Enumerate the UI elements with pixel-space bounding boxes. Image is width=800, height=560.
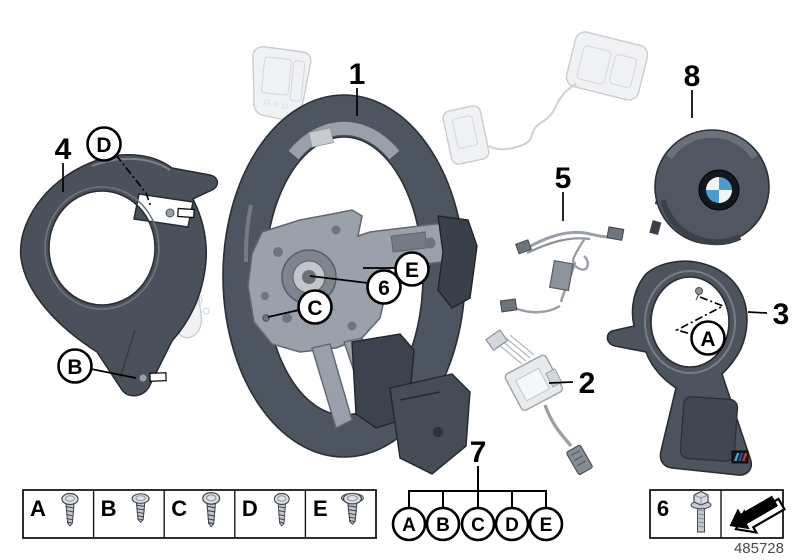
- bracket-circle-c[interactable]: C: [460, 506, 496, 542]
- legend-letter-b: B: [101, 496, 117, 521]
- callout-3[interactable]: 3: [773, 298, 790, 331]
- bracket-circle-a[interactable]: A: [391, 506, 427, 542]
- callout-circle-e[interactable]: E: [394, 251, 430, 287]
- svg-text:A: A: [700, 328, 715, 351]
- ghost-switch-cluster-right: [442, 31, 649, 165]
- trim-screw-d-target: [165, 207, 195, 219]
- hex-flange-bolt-icon: [690, 490, 712, 533]
- callout-7[interactable]: 7: [470, 436, 487, 469]
- screw-legend-table: A B C D E: [22, 489, 377, 539]
- installation-direction-arrow-icon: [729, 495, 786, 534]
- callout-5[interactable]: 5: [555, 162, 572, 195]
- rear-trim-cover-part-4: [19, 154, 219, 397]
- legend-letter-c: C: [171, 496, 187, 521]
- bracket-circle-b[interactable]: B: [425, 506, 461, 542]
- svg-text:D: D: [96, 134, 111, 157]
- steering-wheel-dark-trim: [351, 215, 478, 475]
- callout-circle-a[interactable]: A: [690, 320, 726, 356]
- front-trim-cover-part-3: [606, 260, 753, 476]
- screw-set-bracket-7: 7 A B C D E: [391, 436, 564, 542]
- svg-text:A: A: [402, 515, 416, 536]
- legend-letter-e: E: [313, 496, 328, 521]
- svg-text:C: C: [307, 297, 322, 320]
- connector-harness-part-5: [499, 226, 625, 314]
- svg-text:B: B: [67, 356, 82, 379]
- svg-text:E: E: [405, 259, 419, 282]
- legend-letter-d: D: [242, 496, 258, 521]
- svg-text:B: B: [436, 515, 450, 536]
- hardware-box-label: 6: [657, 496, 669, 521]
- hardware-box: 6: [649, 489, 786, 539]
- drawing-number: 485728: [734, 540, 784, 557]
- actuator-module-part-2: [485, 329, 593, 475]
- legend-letter-a: A: [30, 496, 46, 521]
- airbag-module-part-8: [649, 129, 770, 246]
- svg-text:E: E: [540, 515, 553, 536]
- callout-8[interactable]: 8: [684, 60, 701, 93]
- callout-2[interactable]: 2: [579, 367, 596, 400]
- callout-circle-c[interactable]: C: [297, 289, 333, 325]
- callout-circle-d[interactable]: D: [86, 126, 122, 162]
- m-logo-icon: [731, 450, 749, 464]
- trim-screw-b-target: [138, 372, 167, 383]
- bracket-circle-e[interactable]: E: [528, 506, 564, 542]
- callout-circle-b[interactable]: B: [57, 348, 93, 384]
- rim-center-marker: [308, 127, 334, 148]
- svg-text:6: 6: [378, 277, 390, 300]
- callout-1[interactable]: 1: [349, 58, 366, 91]
- svg-text:D: D: [505, 515, 519, 536]
- callout-4[interactable]: 4: [55, 133, 72, 166]
- bracket-circle-d[interactable]: D: [494, 506, 530, 542]
- bmw-roundel-icon: [698, 169, 740, 211]
- svg-text:C: C: [471, 515, 485, 536]
- flange-head-screw-icon: [340, 492, 364, 525]
- leader-lines: [62, 88, 768, 384]
- callout-circle-6[interactable]: 6: [366, 269, 402, 305]
